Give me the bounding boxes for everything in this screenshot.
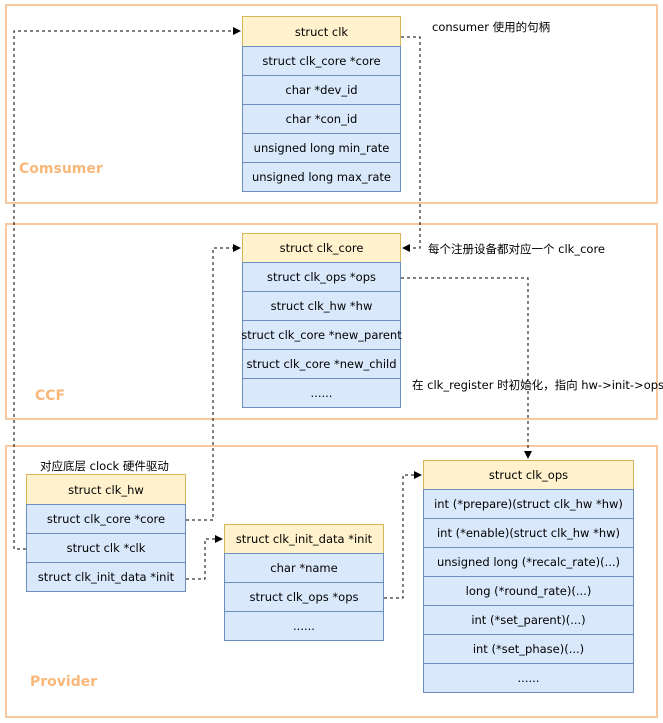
consumer-region (5, 4, 658, 204)
struct-clk-hw-field: struct clk_init_data *init (26, 562, 186, 592)
struct-clk-hw-field: struct clk *clk (26, 533, 186, 563)
struct-clk-ops-field: int (*set_phase)(...) (423, 634, 634, 664)
struct-clk-init-data: struct clk_init_data *init char *name st… (224, 524, 384, 641)
struct-clk-field: unsigned long min_rate (242, 133, 401, 163)
provider-region (5, 445, 658, 718)
struct-clk-title: struct clk (242, 16, 401, 47)
ccf-region (5, 223, 658, 420)
per-device-note: 每个注册设备都对应一个 clk_core (428, 242, 605, 256)
struct-clk-init-data-title: struct clk_init_data *init (224, 524, 384, 554)
struct-clk-init-data-field: ...... (224, 611, 384, 641)
struct-clk-core: struct clk_core struct clk_ops *ops stru… (241, 233, 402, 408)
ccf-region-label: CCF (35, 388, 66, 404)
struct-clk-core-field: struct clk_ops *ops (242, 262, 401, 292)
struct-clk-ops-title: struct clk_ops (423, 460, 634, 490)
register-init-note: 在 clk_register 时初始化，指向 hw->init->ops (412, 378, 663, 392)
struct-clk-hw: struct clk_hw struct clk_core *core stru… (26, 474, 186, 592)
consumer-region-label: Comsumer (19, 161, 103, 177)
struct-clk-ops: struct clk_ops int (*prepare)(struct clk… (423, 460, 634, 693)
struct-clk-hw-title: struct clk_hw (26, 474, 186, 505)
struct-clk: struct clk struct clk_core *core char *d… (242, 16, 401, 192)
struct-clk-field: char *dev_id (242, 75, 401, 105)
struct-clk-ops-field: int (*enable)(struct clk_hw *hw) (423, 518, 634, 548)
struct-clk-ops-field: ...... (423, 663, 634, 693)
struct-clk-field: struct clk_core *core (242, 46, 401, 76)
struct-clk-core-field: struct clk_hw *hw (242, 291, 401, 321)
struct-clk-ops-field: int (*prepare)(struct clk_hw *hw) (423, 489, 634, 519)
struct-clk-init-data-field: struct clk_ops *ops (224, 582, 384, 612)
consumer-handle-note: consumer 使用的句柄 (432, 20, 551, 34)
struct-clk-core-field: struct clk_core *new_child (242, 349, 401, 379)
struct-clk-init-data-field: char *name (224, 553, 384, 583)
struct-clk-hw-field: struct clk_core *core (26, 504, 186, 534)
struct-clk-ops-field: long (*round_rate)(...) (423, 576, 634, 606)
struct-clk-core-field: ...... (242, 378, 401, 408)
struct-clk-core-title: struct clk_core (242, 233, 401, 263)
struct-clk-ops-field: int (*set_parent)(...) (423, 605, 634, 635)
provider-region-label: Provider (30, 674, 98, 690)
hw-driver-note: 对应底层 clock 硬件驱动 (40, 459, 169, 473)
struct-clk-core-field: struct clk_core *new_parent (241, 320, 402, 350)
struct-clk-field: char *con_id (242, 104, 401, 134)
struct-clk-ops-field: unsigned long (*recalc_rate)(...) (423, 547, 634, 577)
struct-clk-field: unsigned long max_rate (242, 162, 401, 192)
